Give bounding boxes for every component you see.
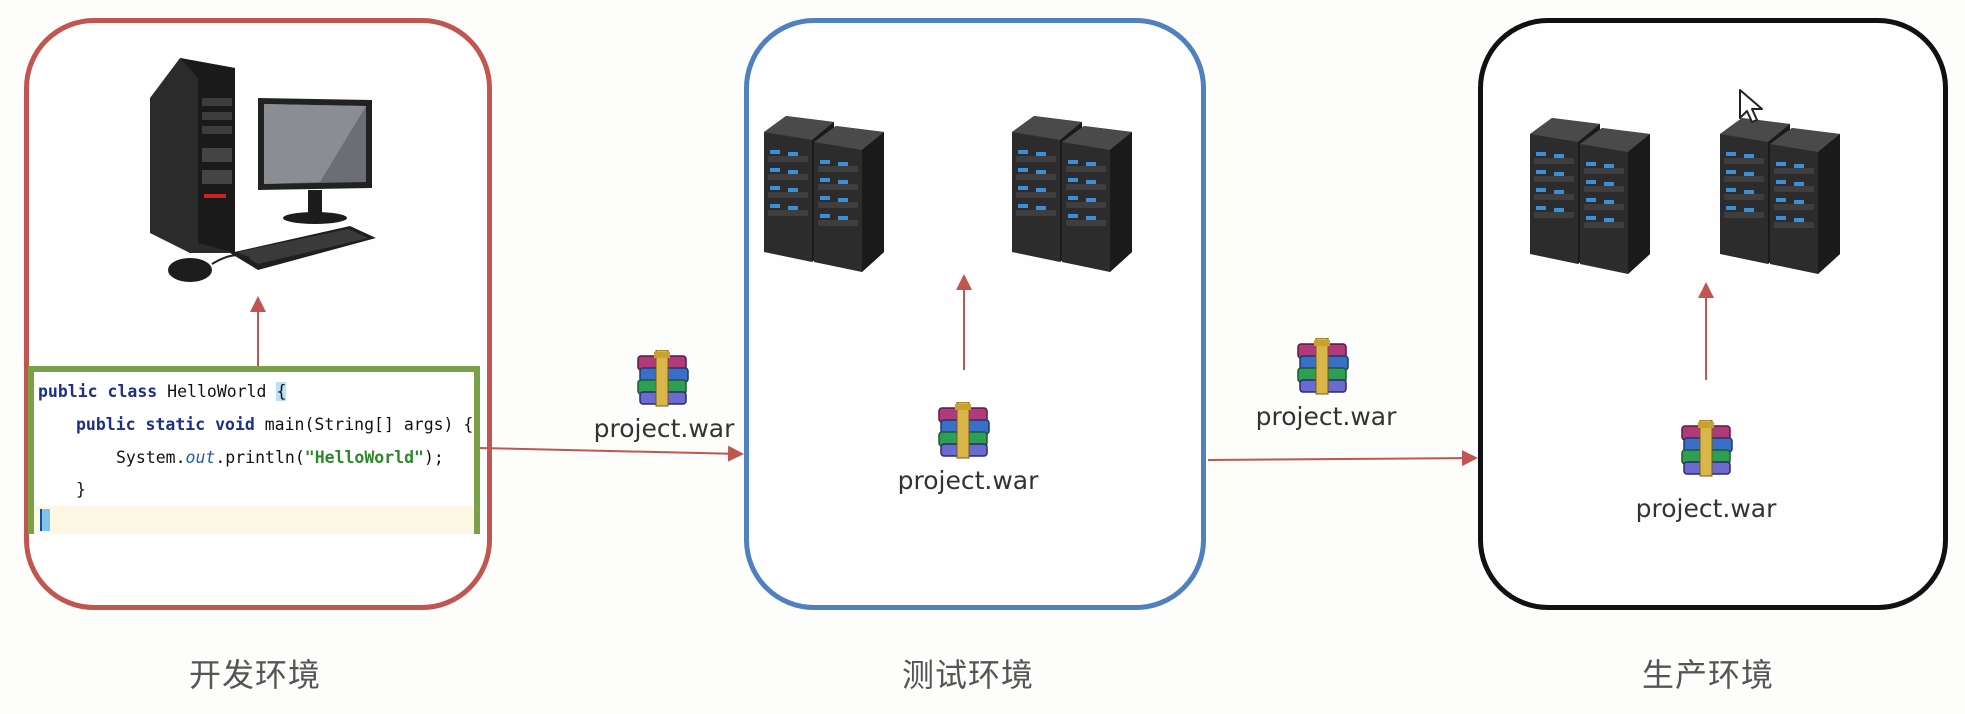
env-label-test: 测试环境 [901, 656, 1035, 694]
env-label-prod: 生产环境 [1641, 656, 1775, 694]
arrow-test-to-prod [1207, 450, 1478, 467]
current-line-highlight [34, 506, 474, 534]
code-line-1: public class HelloWorld { [38, 382, 287, 401]
text-cursor [40, 509, 50, 531]
desktop-computer-icon [140, 48, 390, 293]
arrow-dev-to-test [479, 445, 744, 462]
test-environment-box [744, 18, 1206, 610]
war-label-dev-to-test: project.war [593, 414, 735, 443]
war-label-test: project.war [897, 466, 1039, 495]
war-label-test-to-prod: project.war [1255, 402, 1397, 431]
mouse-pointer-icon [1738, 88, 1764, 124]
war-label-prod: project.war [1635, 494, 1777, 523]
prod-environment-box [1478, 18, 1948, 610]
code-line-2: public static void main(String[] args) { [76, 415, 474, 434]
code-editor-panel: public class HelloWorld { public static … [28, 366, 480, 534]
code-line-4: } [76, 480, 86, 499]
env-label-dev: 开发环境 [188, 656, 322, 694]
code-line-3: System.out.println("HelloWorld"); [116, 448, 444, 467]
